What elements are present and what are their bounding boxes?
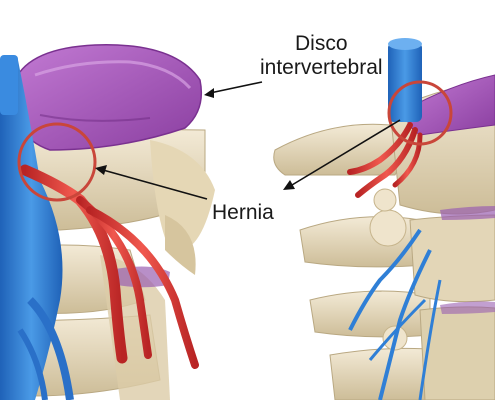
hernia-highlight-circle-left xyxy=(17,122,97,202)
disc-label-line2: intervertebral xyxy=(260,56,383,79)
nerve-root xyxy=(19,164,128,364)
hernia-arrow-left xyxy=(102,169,208,200)
hernia-label: Hernia xyxy=(212,201,274,224)
disc-arrow xyxy=(209,81,263,94)
disc-label: Disco intervertebral xyxy=(260,32,383,80)
label-arrows xyxy=(95,81,401,200)
left-vertebra xyxy=(0,44,215,400)
hernia-highlight-circle-right xyxy=(387,80,453,146)
right-vertebra xyxy=(273,38,495,400)
disc-label-line1: Disco xyxy=(295,32,348,55)
hernia-arrow-right xyxy=(286,119,401,189)
